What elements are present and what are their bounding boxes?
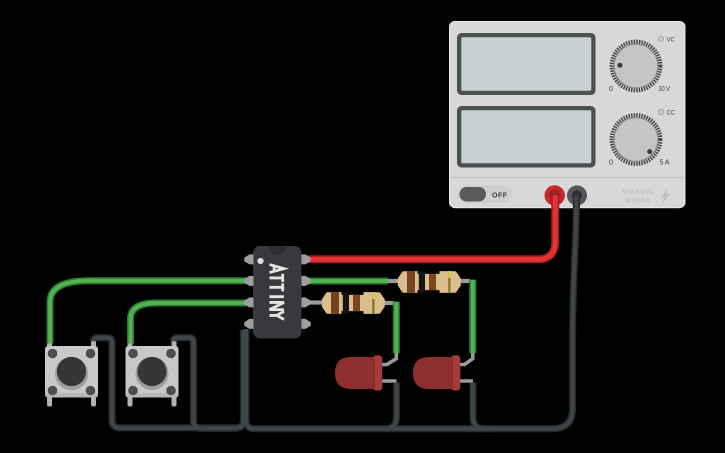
svg-text:0: 0 bbox=[609, 84, 613, 93]
svg-text:CC: CC bbox=[667, 111, 676, 117]
svg-text:SUPPLY: SUPPLY bbox=[625, 197, 651, 204]
svg-text:0: 0 bbox=[609, 157, 613, 166]
svg-text:5 A: 5 A bbox=[660, 157, 670, 166]
svg-text:VC: VC bbox=[667, 37, 676, 43]
svg-text:30 V: 30 V bbox=[659, 84, 671, 93]
svg-text:OFF: OFF bbox=[492, 190, 508, 199]
svg-text:VOLTAGE: VOLTAGE bbox=[622, 189, 653, 196]
